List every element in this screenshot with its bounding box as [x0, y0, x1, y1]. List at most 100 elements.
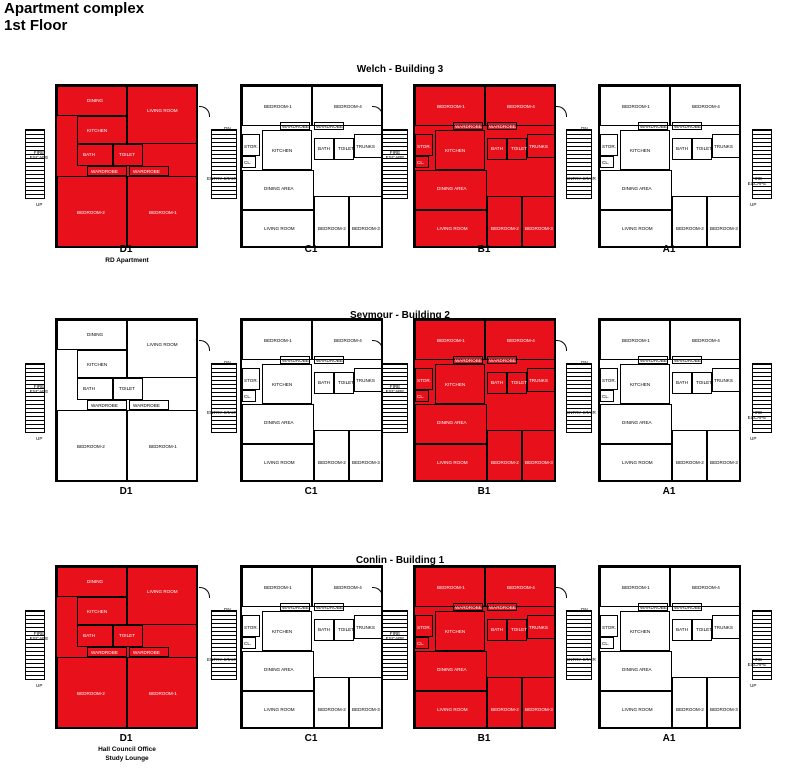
unit-label: C1	[304, 244, 318, 255]
fire-escape-label: FIRE ESCAPE	[29, 384, 49, 394]
room-label: WARDROBE	[282, 358, 309, 363]
room-outline	[87, 647, 127, 657]
room-outline	[600, 567, 670, 607]
room-outline	[129, 166, 169, 176]
entry-stair-label: ENTRY STAIR	[566, 657, 596, 662]
room-label: WARDROBE	[282, 124, 309, 129]
room-outline	[127, 320, 198, 378]
room-outline	[522, 430, 556, 482]
room-label: DINING AREA	[437, 667, 467, 672]
room-outline	[57, 320, 127, 350]
room-outline	[415, 86, 485, 126]
up-label: UP	[750, 683, 757, 688]
room-outline	[522, 677, 556, 729]
room-outline	[600, 170, 672, 210]
room-label: BATH	[83, 152, 95, 157]
room-label: KITCHEN	[445, 629, 466, 634]
room-label: LIVING ROOM	[264, 460, 295, 465]
room-label: CL.	[602, 641, 610, 646]
room-outline	[77, 116, 127, 144]
room-label: TOILET	[338, 146, 354, 151]
room-outline	[620, 611, 670, 651]
room-label: BEDROOM-4	[334, 338, 362, 343]
room-label: LIVING ROOM	[437, 460, 468, 465]
room-outline	[415, 368, 433, 390]
room-label: WARDROBE	[489, 605, 516, 610]
stair-icon	[566, 610, 592, 680]
room-label: WARDROBE	[489, 358, 516, 363]
room-outline	[129, 400, 169, 410]
door-icon	[556, 106, 567, 117]
room-outline	[487, 356, 517, 364]
fire-escape-label: FIRE ESCAPE	[385, 384, 405, 394]
room-label: STOR.	[417, 378, 431, 383]
stair-icon	[25, 363, 45, 433]
room-label: WARDROBE	[455, 358, 482, 363]
down-label: DN	[224, 360, 231, 365]
room-outline	[113, 144, 143, 166]
room-outline	[507, 372, 527, 394]
room-label: BEDROOM-2	[491, 707, 519, 712]
room-outline	[707, 196, 741, 248]
room-label: BATH	[318, 146, 330, 151]
room-label: STOR.	[244, 625, 258, 630]
room-label: BEDROOM-2	[318, 460, 346, 465]
room-label: TRUNKS	[356, 144, 375, 149]
room-label: BEDROOM-4	[507, 338, 535, 343]
door-icon	[199, 587, 210, 598]
room-label: BEDROOM-3	[352, 460, 380, 465]
room-outline	[672, 677, 707, 729]
room-outline	[527, 134, 556, 158]
unit-label: A1	[662, 733, 676, 744]
room-outline	[620, 364, 670, 404]
room-outline	[453, 603, 483, 611]
room-outline	[280, 603, 310, 611]
room-label: CL.	[244, 160, 252, 165]
room-label: KITCHEN	[87, 362, 108, 367]
stair-icon	[752, 129, 772, 199]
room-label: DINING	[87, 579, 104, 584]
room-outline	[280, 122, 310, 130]
unit-note: Hall Council Office	[98, 746, 156, 753]
entry-stair-label: ENTRY STAIR	[207, 657, 237, 662]
room-label: KITCHEN	[272, 382, 293, 387]
room-outline	[522, 196, 556, 248]
room-label: DINING	[87, 98, 104, 103]
room-outline	[692, 372, 712, 394]
room-label: BEDROOM-1	[149, 444, 177, 449]
room-label: BEDROOM-4	[334, 104, 362, 109]
room-outline	[672, 372, 692, 394]
room-outline	[242, 368, 260, 390]
room-label: DINING	[87, 332, 104, 337]
stair-icon	[211, 610, 237, 680]
entry-stair-label: ENTRY STAIR	[566, 410, 596, 415]
unit-label: A1	[662, 486, 676, 497]
room-outline	[242, 170, 314, 210]
room-label: BEDROOM-1	[622, 338, 650, 343]
fire-escape-label: FIRE ESCAPE	[29, 150, 49, 160]
room-outline	[242, 637, 256, 649]
unit-label: A1	[662, 244, 676, 255]
room-label: BEDROOM-2	[676, 707, 704, 712]
room-label: BEDROOM-2	[77, 691, 105, 696]
room-label: DINING AREA	[622, 667, 652, 672]
room-label: TOILET	[696, 627, 712, 632]
fire-escape-label: FIRE ESCAPE	[385, 631, 405, 641]
room-outline	[349, 430, 383, 482]
room-label: BEDROOM-2	[318, 226, 346, 231]
room-outline	[349, 677, 383, 729]
fire-escape-label: FIRE ESCAPE	[747, 176, 767, 186]
room-outline	[57, 567, 127, 597]
